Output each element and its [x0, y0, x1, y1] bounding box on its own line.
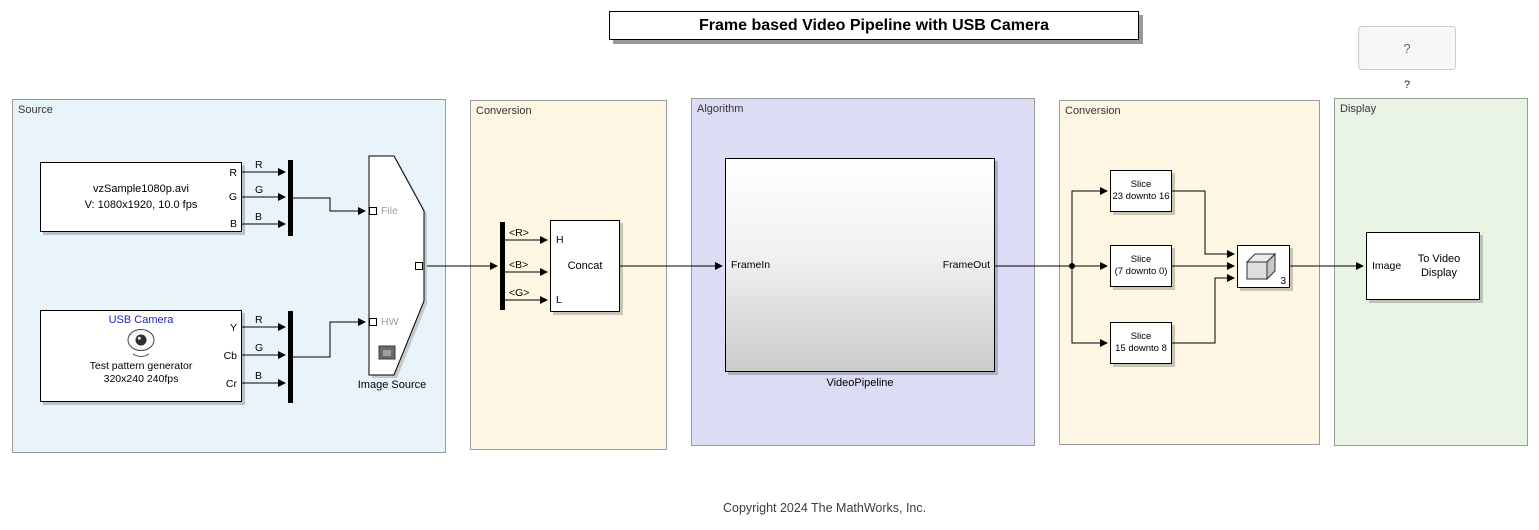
port-label-framein: FrameIn	[731, 259, 771, 271]
videopipeline-label: VideoPipeline	[826, 377, 894, 389]
region-conversion-in-label: Conversion	[476, 105, 532, 117]
signal-label-g2: G	[255, 342, 264, 354]
image-source-label: Image Source	[357, 379, 427, 391]
signal-label-g: G	[255, 184, 264, 196]
region-source-label: Source	[18, 104, 53, 116]
to-video-display-block[interactable]: Image To Video Display	[1366, 232, 1480, 300]
videopipeline-subsystem[interactable]: FrameIn FrameOut	[725, 158, 995, 372]
file-info: V: 1080x1920, 10.0 fps	[84, 199, 198, 211]
to-video-display-text: To Video Display	[1403, 233, 1475, 299]
concat-block[interactable]: H L Concat	[550, 220, 620, 312]
usb-desc2: 320x240 240fps	[103, 372, 179, 385]
port-label-r: R	[229, 167, 237, 179]
port-label-h: H	[556, 234, 564, 246]
slice1-line1: Slice	[1130, 178, 1152, 190]
help-button[interactable]: ?	[1358, 26, 1456, 70]
vector-concatenate-block[interactable]: 3	[1237, 245, 1290, 288]
usb-camera-title: USB Camera	[108, 314, 174, 326]
port-label-cb: Cb	[223, 350, 237, 362]
signal-label-b: B	[255, 211, 263, 223]
image-source-file-port-label: File	[381, 205, 398, 217]
slice3-line2: 15 downto 8	[1115, 343, 1167, 354]
help-caption: ?	[1403, 79, 1411, 91]
signal-label-sel-g: <G>	[509, 287, 530, 299]
file-name: vzSample1080p.avi	[92, 182, 189, 195]
signal-label-sel-b: <B>	[509, 259, 529, 271]
copyright: Copyright 2024 The MathWorks, Inc.	[723, 501, 927, 515]
slice-block-2[interactable]: Slice (7 downto 0)	[1110, 245, 1172, 287]
slice2-line1: Slice	[1130, 253, 1152, 265]
usb-desc1: Test pattern generator	[89, 360, 193, 372]
port-label-image: Image	[1372, 260, 1402, 272]
slice-block-1[interactable]: Slice 23 downto 16	[1110, 170, 1172, 212]
port-label-l: L	[556, 294, 562, 306]
model-title-text: Frame based Video Pipeline with USB Came…	[698, 16, 1050, 34]
signal-label-r2: R	[255, 314, 263, 326]
from-multimedia-file-block[interactable]: vzSample1080p.avi V: 1080x1920, 10.0 fps…	[40, 162, 242, 232]
signal-label-r: R	[255, 159, 263, 171]
signal-label-b2: B	[255, 370, 263, 382]
usb-camera-block[interactable]: USB Camera Test pattern generator 320x24…	[40, 310, 242, 402]
image-source-hw-port-label: HW	[381, 316, 399, 328]
port-label-g: G	[228, 191, 237, 203]
region-conversion-out-label: Conversion	[1065, 105, 1121, 117]
port-label-y: Y	[229, 322, 237, 334]
tvd-line2: Display	[1420, 267, 1458, 279]
concatenate-cube-icon	[1245, 252, 1277, 281]
tvd-line1: To Video	[1417, 252, 1461, 265]
webcam-icon	[127, 329, 155, 357]
file-block-text: vzSample1080p.avi V: 1080x1920, 10.0 fps	[85, 181, 198, 214]
slice3-line1: Slice	[1130, 330, 1152, 342]
port-label-frameout: FrameOut	[942, 259, 990, 271]
slice-block-3[interactable]: Slice 15 downto 8	[1110, 322, 1172, 364]
concat-count: 3	[1280, 276, 1286, 287]
slice1-line2: 23 downto 16	[1112, 191, 1170, 202]
region-algorithm-label: Algorithm	[697, 103, 744, 115]
question-mark-icon: ?	[1403, 40, 1411, 56]
port-label-b: B	[229, 218, 237, 230]
concat-label: Concat	[567, 260, 603, 272]
region-display-label: Display	[1340, 103, 1377, 115]
slice2-line2: (7 downto 0)	[1114, 266, 1168, 277]
port-label-cr: Cr	[225, 378, 237, 390]
model-title: Frame based Video Pipeline with USB Came…	[609, 11, 1139, 40]
signal-label-sel-r: <R>	[509, 227, 529, 239]
